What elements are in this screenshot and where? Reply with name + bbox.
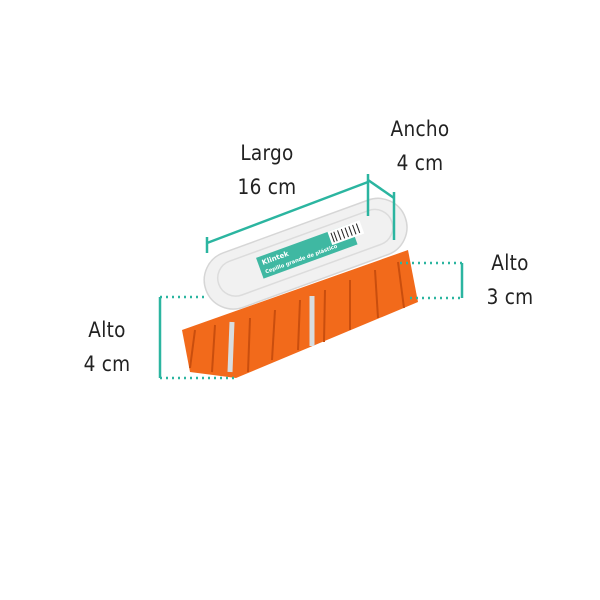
handle: Klintek Cepillo grande de plástico <box>203 197 408 310</box>
width-line <box>367 178 395 200</box>
dimension-lines <box>158 174 464 380</box>
bristles <box>182 250 418 378</box>
total-height-value: 4 cm <box>83 352 131 376</box>
length-annotation: Largo 16 cm <box>227 136 306 204</box>
width-value: 4 cm <box>396 151 444 175</box>
width-label: Ancho <box>390 117 450 141</box>
head-height-value: 3 cm <box>486 285 534 309</box>
length-line <box>206 180 369 245</box>
head-height-label: Alto <box>491 251 529 275</box>
total-height-annotation: Alto 4 cm <box>67 313 146 381</box>
length-value: 16 cm <box>237 175 297 199</box>
brush: Klintek Cepillo grande de plástico <box>182 197 418 378</box>
head-height-annotation: Alto 3 cm <box>470 246 549 314</box>
width-annotation: Ancho 4 cm <box>380 112 459 180</box>
total-height-label: Alto <box>88 318 126 342</box>
length-label: Largo <box>240 141 294 165</box>
